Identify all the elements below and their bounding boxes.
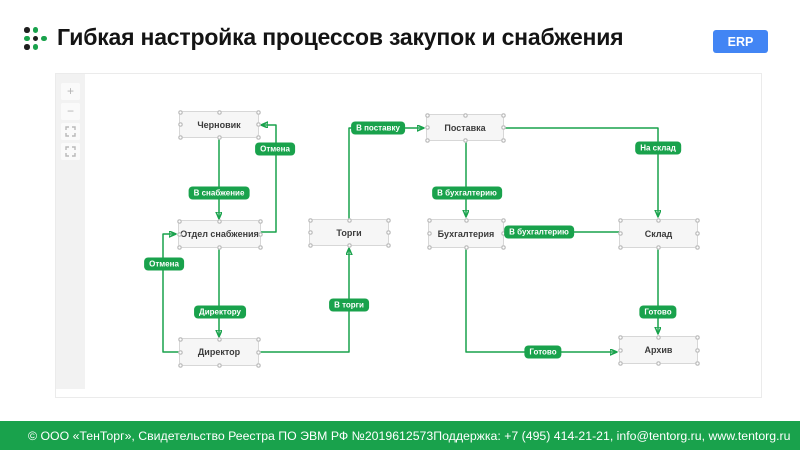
canvas-toolbar: + − <box>56 74 85 389</box>
edge-label-to-accounting-1[interactable]: В бухгалтерию <box>432 186 502 200</box>
logo-dot <box>24 35 30 42</box>
fullscreen-button[interactable] <box>61 143 80 160</box>
edge-label-to-warehouse[interactable]: На склад <box>635 141 681 155</box>
footer: © ООО «ТенТорг», Свидетельство Реестра П… <box>0 421 800 450</box>
logo-dot <box>32 35 39 42</box>
fullscreen-icon <box>65 146 76 157</box>
footer-support-contacts: Поддержка: +7 (495) 414-21-21, info@tent… <box>433 428 791 443</box>
logo-dot <box>41 35 47 42</box>
node-auction[interactable]: Торги <box>306 216 392 249</box>
header: Гибкая настройка процессов закупок и сна… <box>0 0 800 73</box>
edge-label-to-auction[interactable]: В торги <box>329 298 369 312</box>
edge-label-done-1[interactable]: Готово <box>524 345 562 359</box>
edge-label-to-delivery[interactable]: В поставку <box>351 121 405 135</box>
logo-dot <box>24 44 30 50</box>
node-warehouse[interactable]: Склад <box>616 216 701 251</box>
logo-dot <box>32 27 39 33</box>
edge-label-done-2[interactable]: Готово <box>639 305 677 319</box>
edge-label-to-supply[interactable]: В снабжение <box>188 186 250 200</box>
edge-accounting-archive[interactable] <box>465 248 616 352</box>
node-supply-dept[interactable]: Отдел снабжения <box>175 217 264 251</box>
diagram-canvas: + − <box>55 73 762 398</box>
logo-dot <box>32 44 39 50</box>
diagram-stage: Черновик Отдел снабжения Торги Поставка … <box>56 74 762 398</box>
fit-view-button[interactable] <box>61 123 80 140</box>
logo-dot <box>24 27 30 33</box>
node-director[interactable]: Директор <box>176 335 262 369</box>
edge-label-to-director[interactable]: Директору <box>194 305 246 319</box>
footer-copyright: © ООО «ТенТорг», Свидетельство Реестра П… <box>28 428 434 443</box>
edge-supply-draft[interactable] <box>261 125 277 233</box>
page-title: Гибкая настройка процессов закупок и сна… <box>57 24 624 50</box>
edge-delivery-warehouse[interactable] <box>504 127 658 216</box>
zoom-in-button[interactable]: + <box>61 83 80 100</box>
dots-grid-logo-icon <box>24 27 48 51</box>
edge-label-to-accounting-2[interactable]: В бухгалтерию <box>504 225 574 239</box>
node-archive[interactable]: Архив <box>616 333 701 367</box>
edge-label-cancel-left[interactable]: Отмена <box>144 257 184 271</box>
edge-auction-delivery[interactable] <box>348 128 423 219</box>
edges-layer <box>162 74 762 398</box>
node-accounting[interactable]: Бухгалтерия <box>425 216 507 251</box>
erp-badge: ERP <box>713 30 768 53</box>
edge-label-cancel-top[interactable]: Отмена <box>255 142 295 156</box>
node-delivery[interactable]: Поставка <box>423 111 507 144</box>
edge-director-supply[interactable] <box>162 234 179 353</box>
fit-view-icon <box>65 126 76 137</box>
zoom-out-button[interactable]: − <box>61 103 80 120</box>
node-draft[interactable]: Черновик <box>176 108 262 141</box>
edge-director-auction[interactable] <box>259 249 349 353</box>
